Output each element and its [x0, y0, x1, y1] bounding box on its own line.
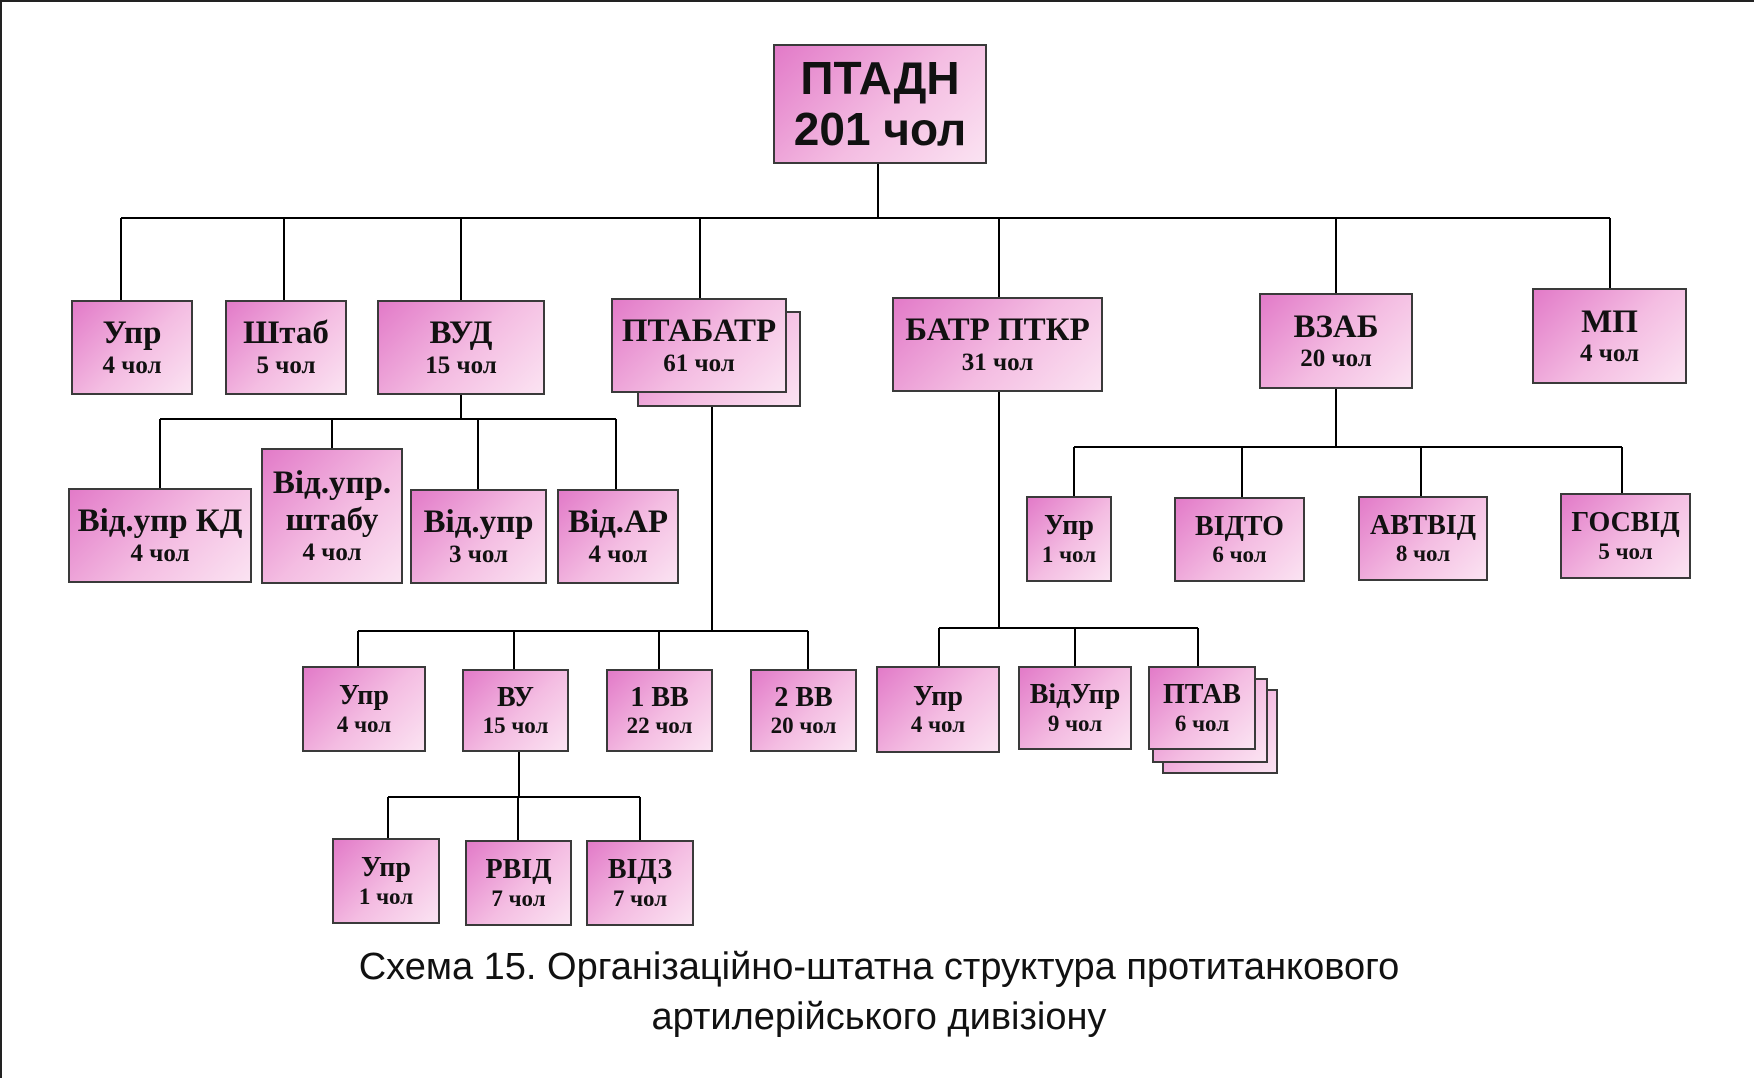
- node-staff: 1 чол: [358, 883, 414, 909]
- node-shtab: Штаб 5 чол: [225, 300, 347, 395]
- node-name: ПТАДН: [800, 52, 960, 105]
- node-staff: 4 чол: [102, 351, 162, 379]
- node-name: Від.АР: [567, 504, 669, 541]
- node-staff: 7 чол: [612, 885, 668, 911]
- node-staff: 9 чол: [1047, 710, 1103, 736]
- node-2-vv: 2 ВВ 20 чол: [750, 669, 857, 752]
- node-staff: 6 чол: [1174, 710, 1230, 736]
- node-staff: 7 чол: [491, 885, 546, 911]
- node-name: ВУД: [429, 315, 493, 352]
- node-name: Від.упр. штабу: [272, 465, 392, 538]
- node-staff: 22 чол: [626, 713, 693, 739]
- node-staff: 1 чол: [1041, 541, 1097, 567]
- node-name: БАТР ПТКР: [905, 312, 1090, 349]
- node-name: РВІД: [485, 854, 552, 886]
- node-staff: 6 чол: [1212, 542, 1267, 568]
- node-vidto: ВІДТО 6 чол: [1174, 497, 1305, 582]
- node-name: ВідУпр: [1029, 679, 1121, 711]
- node-1-vv: 1 ВВ 22 чол: [606, 669, 713, 752]
- node-mp: МП 4 чол: [1532, 288, 1687, 384]
- node-batr-ptkr: БАТР ПТКР 31 чол: [892, 297, 1103, 392]
- node-name: ВУ: [497, 681, 534, 713]
- node-name: ГОСВІД: [1571, 507, 1680, 539]
- node-staff: 15 чол: [425, 351, 497, 379]
- node-name: Упр: [102, 315, 162, 352]
- node-avtvid: АВТВІД 8 чол: [1358, 496, 1488, 581]
- node-name: 1 ВВ: [630, 681, 689, 713]
- node-name: ПТАВ: [1163, 679, 1241, 711]
- node-name: Від.упр КД: [77, 503, 243, 540]
- node-ptav: ПТАВ 6 чол: [1148, 666, 1256, 750]
- node-staff: 4 чол: [910, 712, 966, 738]
- node-staff: 4 чол: [336, 711, 392, 737]
- node-staff: 4 чол: [588, 540, 648, 568]
- node-staff: 4 чол: [1579, 340, 1640, 368]
- node-staff: 31 чол: [961, 348, 1034, 376]
- node-vzab-upr: Упр 1 чол: [1026, 496, 1112, 582]
- node-vidupr: ВідУпр 9 чол: [1018, 666, 1132, 750]
- node-batr-upr: Упр 4 чол: [876, 666, 1000, 753]
- node-staff: 8 чол: [1395, 541, 1451, 567]
- node-vid-upr-kd: Від.упр КД 4 чол: [68, 488, 252, 583]
- node-upr: Упр 4 чол: [71, 300, 193, 395]
- node-rvid: РВІД 7 чол: [465, 840, 572, 926]
- node-staff: 201 чол: [793, 103, 967, 155]
- node-vud: ВУД 15 чол: [377, 300, 545, 395]
- node-staff: 3 чол: [448, 540, 509, 568]
- node-staff: 5 чол: [256, 351, 316, 379]
- node-name: ПТАБАТР: [621, 313, 777, 350]
- node-name: ВІДЗ: [607, 854, 673, 886]
- node-vid-upr-shtabu: Від.упр. штабу 4 чол: [261, 448, 403, 584]
- node-staff: 20 чол: [1300, 345, 1372, 373]
- node-vu-upr: Упр 1 чол: [332, 838, 440, 924]
- node-ptadn: ПТАДН 201 чол: [773, 44, 987, 164]
- node-gosvid: ГОСВІД 5 чол: [1560, 493, 1691, 579]
- caption-line-1: Схема 15. Організаційно-штатна структура…: [358, 946, 1400, 988]
- node-staff: 5 чол: [1598, 538, 1653, 564]
- node-vu: ВУ 15 чол: [462, 669, 569, 752]
- node-vzab: ВЗАБ 20 чол: [1259, 293, 1413, 389]
- node-name: Упр: [339, 680, 389, 712]
- node-name: Упр: [913, 680, 963, 712]
- node-vid-upr: Від.упр 3 чол: [410, 489, 547, 584]
- node-staff: 4 чол: [130, 539, 190, 567]
- caption-line-2: артилерійського дивізіону: [651, 996, 1107, 1039]
- node-vidz: ВІДЗ 7 чол: [586, 840, 694, 926]
- node-name: Упр: [1044, 510, 1094, 542]
- node-name: 2 ВВ: [774, 681, 833, 713]
- node-ptabatr: ПТАБАТР 61 чол: [611, 298, 787, 393]
- node-name: Від.упр: [423, 504, 534, 541]
- node-name: МП: [1581, 303, 1638, 340]
- node-name: ВІДТО: [1195, 510, 1284, 542]
- node-ptabatr-upr: Упр 4 чол: [302, 666, 426, 752]
- node-vid-ar: Від.АР 4 чол: [557, 489, 679, 584]
- node-staff: 20 чол: [770, 713, 837, 739]
- node-staff: 61 чол: [663, 349, 735, 377]
- node-name: ВЗАБ: [1293, 308, 1379, 345]
- node-staff: 4 чол: [302, 538, 362, 566]
- node-name: АВТВІД: [1369, 509, 1477, 541]
- diagram-caption: Схема 15. Організаційно-штатна структура…: [2, 942, 1754, 1042]
- node-name: Штаб: [243, 315, 329, 352]
- node-name: Упр: [361, 852, 411, 884]
- node-staff: 15 чол: [482, 713, 549, 739]
